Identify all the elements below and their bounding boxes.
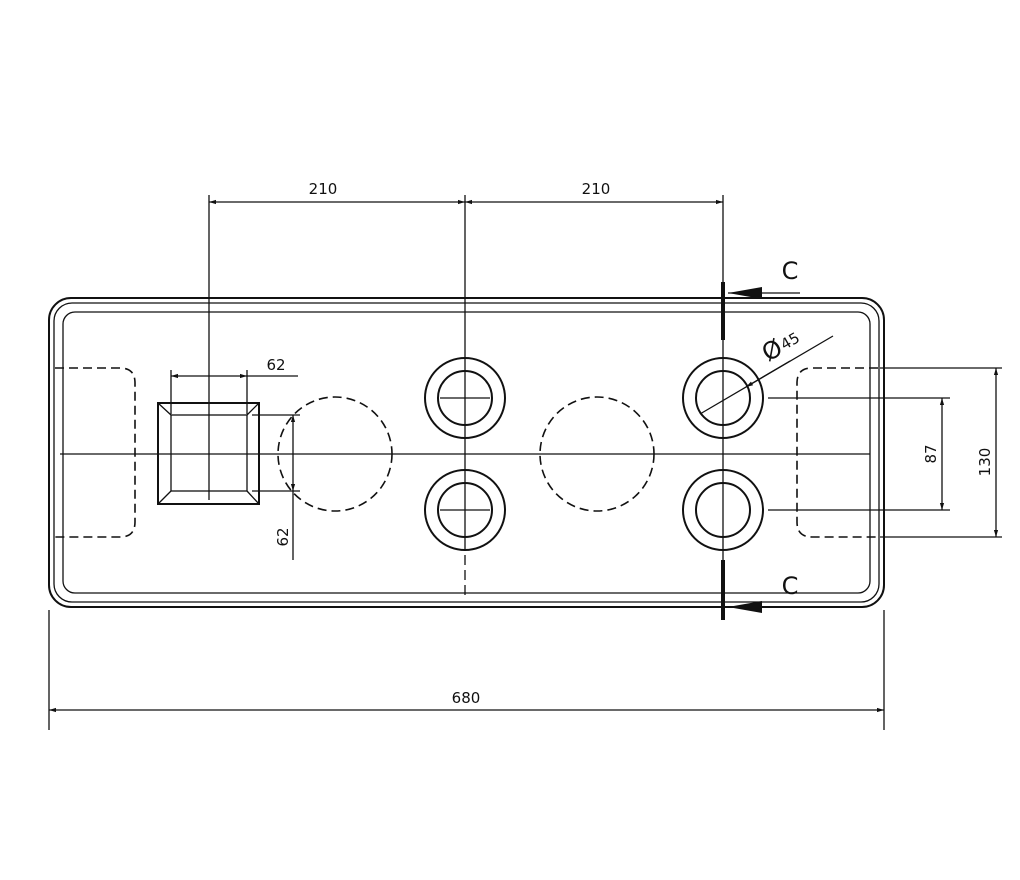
holes xyxy=(424,357,764,551)
dim-label-130: 130 xyxy=(976,448,994,477)
dim-overall-length: 680 xyxy=(48,610,885,730)
dim-square-width: 62 xyxy=(170,356,298,414)
plate-outline xyxy=(48,297,885,608)
hidden-circle-left xyxy=(277,396,393,512)
centerlines xyxy=(60,195,870,600)
dim-spacing-top: 210 210 xyxy=(209,180,723,205)
dim-square-height: 62 xyxy=(252,414,300,560)
dim-label-62-height: 62 xyxy=(274,527,292,546)
dim-hole-spacing: 87 xyxy=(768,397,950,511)
left-notch xyxy=(55,367,136,538)
dim-label-210-right: 210 xyxy=(582,180,611,198)
dim-label-62-width: 62 xyxy=(266,356,285,374)
dim-label-87: 87 xyxy=(922,444,940,463)
section-label-bottom: C xyxy=(782,572,799,600)
section-marker-top: C xyxy=(721,257,800,340)
dim-notch-height: 130 xyxy=(880,367,1002,538)
square-opening xyxy=(157,402,260,505)
hidden-circle-right xyxy=(539,396,655,512)
section-label-top: C xyxy=(782,257,799,285)
dim-label-680: 680 xyxy=(452,689,481,707)
dim-label-210-left: 210 xyxy=(309,180,338,198)
right-notch xyxy=(796,367,878,538)
section-marker-bottom: C xyxy=(721,560,800,620)
